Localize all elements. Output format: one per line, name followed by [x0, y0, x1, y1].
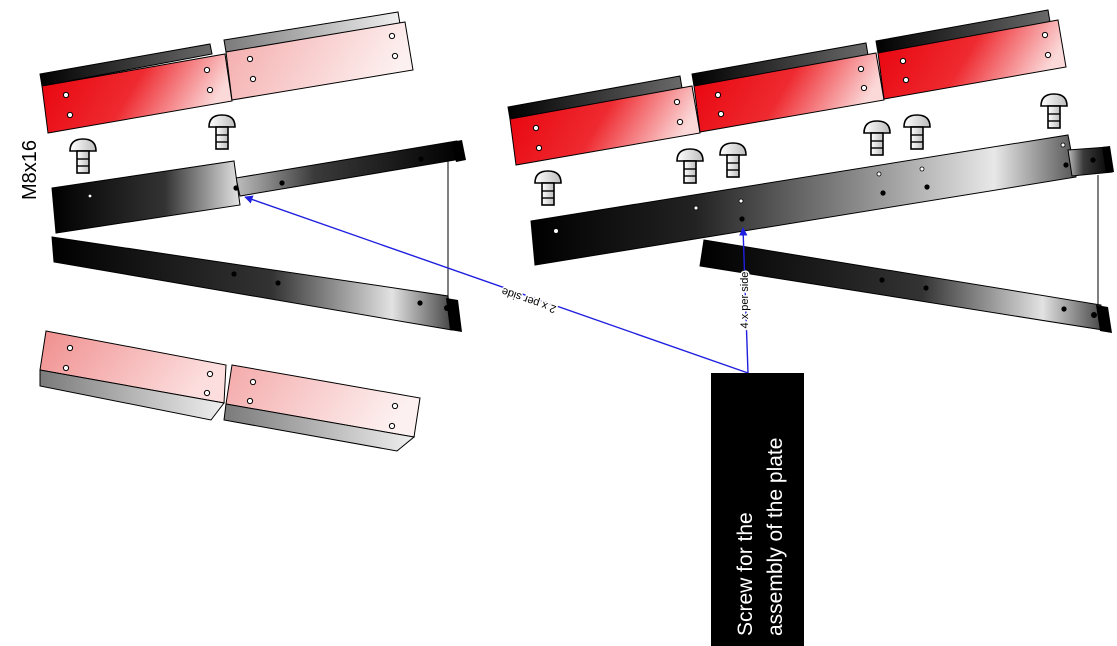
left-upper-bar [51, 140, 466, 234]
screw-icon [1040, 93, 1068, 129]
screw-icon [719, 142, 747, 178]
callout-arrows [244, 195, 749, 374]
left-assembly [39, 11, 466, 452]
screw-icon [676, 148, 704, 184]
left-pink-plate-lower-2 [223, 364, 421, 452]
right-lower-bar [699, 239, 1112, 333]
arrow-to-left-bar [244, 195, 749, 374]
screw-icon [903, 114, 931, 150]
right-red-plate-3 [875, 9, 1067, 100]
screw-size-label: M8x16 [19, 140, 41, 200]
screw-icon [863, 120, 891, 156]
left-pink-plate-lower-1 [39, 330, 227, 421]
right-red-plate-1 [507, 75, 701, 166]
right-red-plate-2 [691, 42, 885, 133]
callout-text-line1: Screw for the [734, 512, 757, 636]
callout-box: Screw for the assembly of the plate [711, 373, 804, 646]
left-red-plate [39, 43, 233, 134]
screw-icon [69, 138, 97, 174]
right-count-label: 4 x per side [739, 272, 751, 329]
screw-icon [208, 114, 236, 150]
right-assembly [507, 9, 1114, 333]
left-lower-bar [51, 236, 462, 332]
left-count-label: 2 x per side [500, 285, 558, 315]
arrow-to-right-bar [739, 227, 749, 374]
screw-icon [534, 170, 562, 206]
callout-text-line2: assembly of the plate [764, 438, 787, 636]
right-upper-bar [530, 134, 1114, 266]
left-pink-plate-top [223, 11, 414, 101]
